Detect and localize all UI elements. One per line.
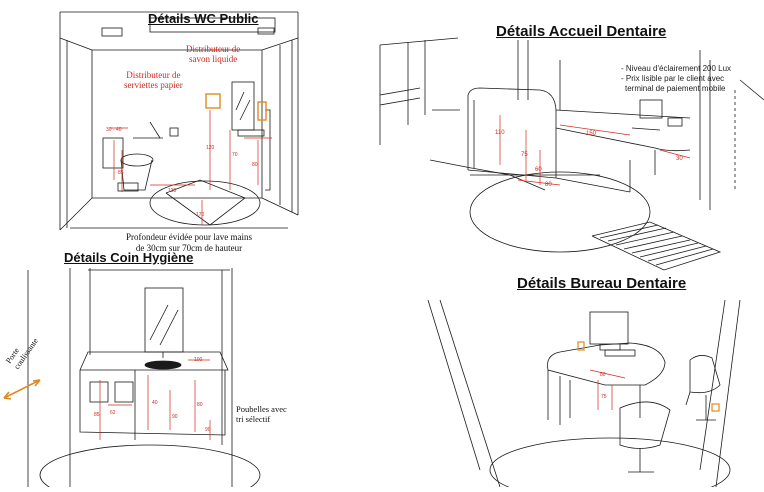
bureau-dim-1: 80 (600, 372, 606, 378)
accueil-panel-drawing (379, 37, 764, 271)
accueil-dim-4: 60 (535, 167, 542, 173)
wc-dim-7: 170 (196, 212, 205, 218)
ramp-grating (591, 221, 722, 271)
door-arrow-icon (3, 379, 41, 400)
soap-dispenser-label: Distributeur de savon liquide (186, 44, 240, 64)
accueil-note-2: - Prix lisible par le client avec (621, 74, 725, 83)
bins-label-line-1: Poubelles avec (236, 404, 287, 414)
wc-caption: Profondeur évidée pour lave mains de 30c… (126, 232, 252, 254)
wc-panel-drawing (59, 11, 299, 231)
towel-dispenser-label: Distributeur de serviettes papier (124, 70, 183, 90)
bins-label: Poubelles avec tri sélectif (236, 404, 287, 424)
wc-dim-6: 85 (118, 170, 124, 176)
hygiene-title: Détails Coin Hygiène (64, 250, 194, 265)
towel-label-line-1: Distributeur de (126, 70, 181, 80)
bureau-panel-drawing (427, 299, 741, 492)
hygiene-dim-4: 90 (172, 414, 178, 420)
hygiene-dim-5: 62 (110, 410, 116, 416)
bureau-title: Détails Bureau Dentaire (517, 275, 687, 292)
accueil-dim-1: 150 (586, 131, 597, 137)
wc-caption-line-2: de 30cm sur 70cm de hauteur (135, 243, 243, 253)
wc-dim-4: 80 (252, 162, 258, 168)
hygiene-panel-drawing (27, 268, 261, 492)
wc-dim-3: 120 (206, 145, 215, 151)
soap-label-line-2: savon liquide (189, 54, 238, 64)
accueil-dim-6: 80 (545, 182, 552, 188)
bureau-dim-2: 75 (601, 394, 607, 400)
bins-label-line-2: tri sélectif (236, 414, 271, 424)
accueil-notes: - Niveau d'éclairement 200 Lux - Prix li… (621, 64, 731, 94)
hygiene-dim-1: 100 (194, 357, 203, 363)
wc-dim-1: 30 - 40 (106, 127, 122, 133)
hygiene-dim-2: 40 (152, 400, 158, 406)
towel-label-line-2: serviettes papier (124, 80, 183, 90)
accueil-dim-2: 110 (495, 130, 505, 136)
hygiene-dim-7: 90 (205, 427, 211, 433)
accueil-note-1: - Niveau d'éclairement 200 Lux (621, 64, 732, 73)
wc-caption-line-1: Profondeur évidée pour lave mains (126, 232, 252, 242)
wc-dim-2: 70 (232, 152, 238, 158)
accueil-note-3: terminal de paiement mobile (625, 84, 726, 93)
accueil-dim-5: 30 (676, 156, 683, 162)
hygiene-dim-3: 85 (94, 412, 100, 418)
accueil-title: Détails Accueil Dentaire (496, 23, 667, 40)
wc-title: Détails WC Public (148, 11, 259, 26)
accueil-dim-3: 75 (521, 152, 528, 158)
wc-dim-5: 130 (168, 188, 177, 194)
hygiene-dim-6: 80 (197, 402, 203, 408)
soap-label-line-1: Distributeur de (186, 44, 241, 54)
